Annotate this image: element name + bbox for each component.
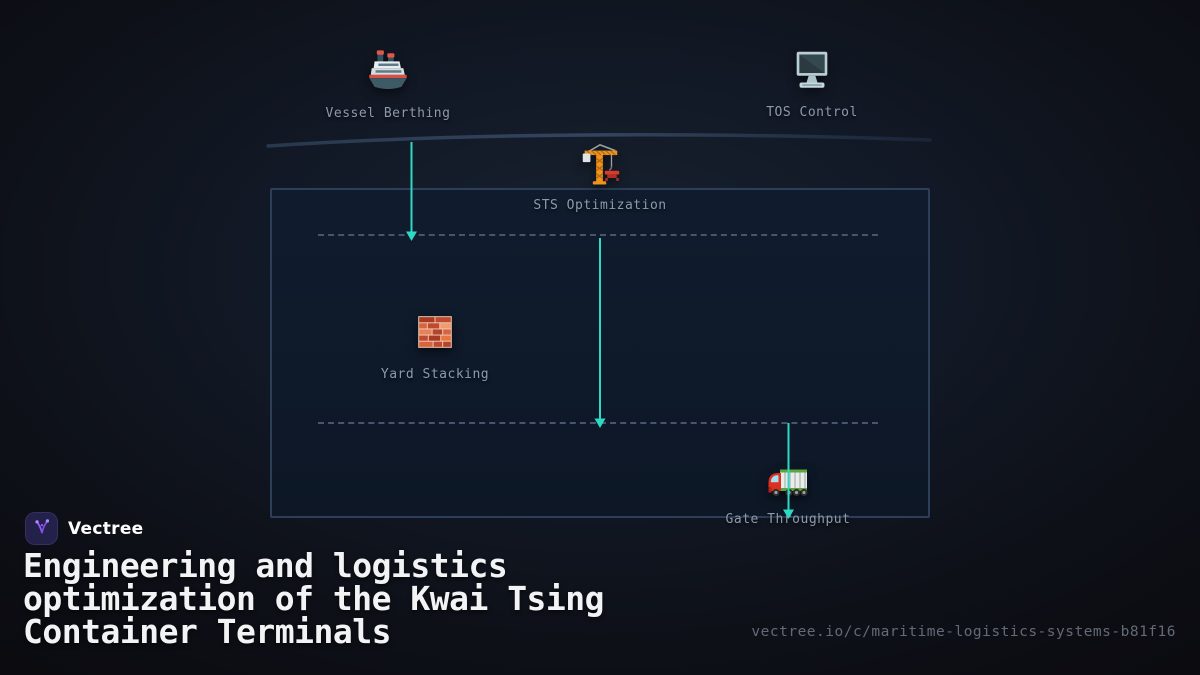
- node-label: TOS Control: [766, 105, 858, 120]
- node-gate-throughput: Gate Throughput: [726, 457, 850, 527]
- brand-name: Vectree: [68, 518, 144, 539]
- page-title: Engineering and logistics optimization o…: [23, 546, 605, 651]
- brand-logo: [25, 512, 58, 545]
- node-label: Gate Throughput: [725, 512, 851, 527]
- brand: Vectree: [25, 512, 144, 545]
- crane-icon: [577, 142, 623, 192]
- lane-separator: [318, 422, 878, 424]
- ship-icon: [365, 48, 411, 98]
- node-label: STS Optimization: [533, 198, 667, 213]
- node-yard-stacking: Yard Stacking: [381, 309, 489, 382]
- lane-separator: [318, 234, 878, 236]
- node-vessel-berthing: Vessel Berthing: [326, 48, 450, 121]
- node-label: Vessel Berthing: [325, 106, 451, 121]
- monitor-icon: [789, 47, 835, 97]
- brick-wall-icon: [412, 309, 458, 359]
- vectree-logo-icon: [31, 516, 53, 542]
- footer-url: vectree.io/c/maritime-logistics-systems-…: [751, 624, 1176, 640]
- diagram-panel: [270, 188, 930, 518]
- node-sts-optimization: STS Optimization: [533, 142, 666, 213]
- node-tos-control: TOS Control: [766, 47, 857, 120]
- truck-icon: [764, 457, 812, 509]
- node-label: Yard Stacking: [380, 367, 490, 382]
